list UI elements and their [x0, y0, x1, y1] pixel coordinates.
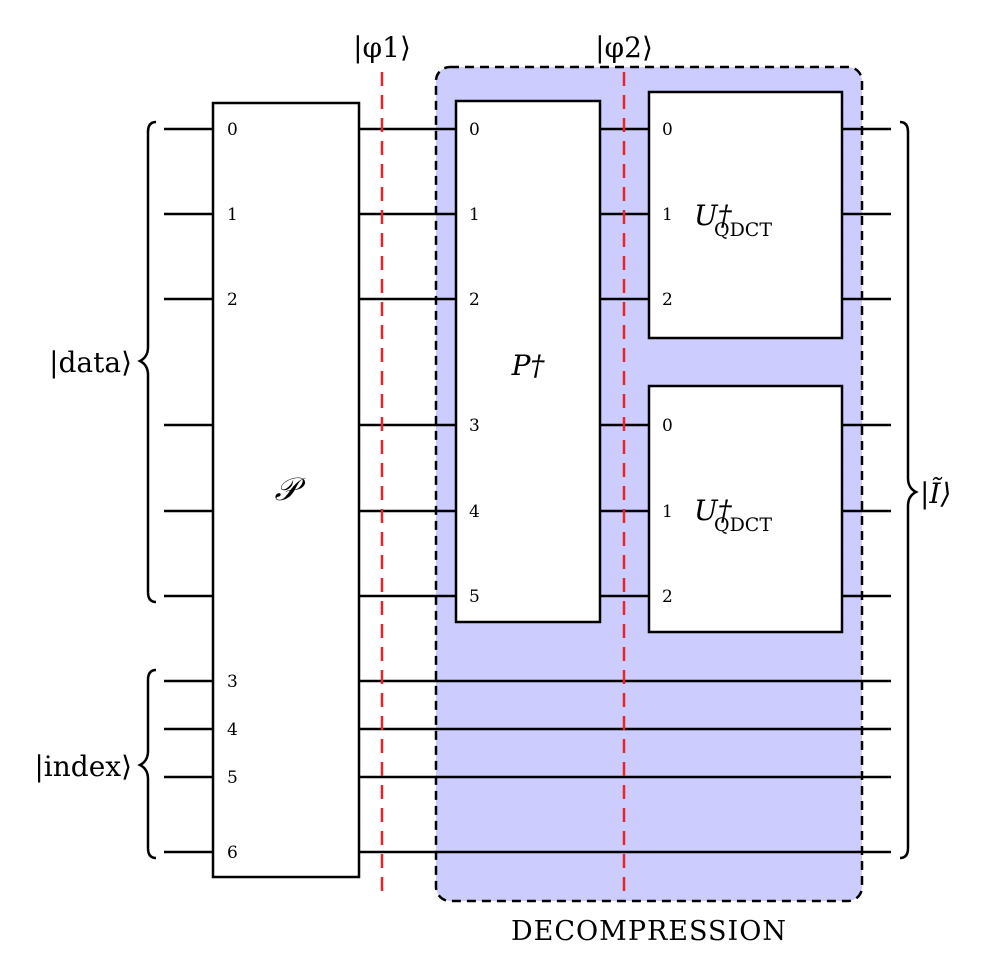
- input-wires: [164, 127, 213, 854]
- gate-qdct-top-port: 1: [662, 205, 673, 225]
- index-register-label: |index⟩: [34, 750, 132, 783]
- gate-qdct-bottom-port: 0: [662, 416, 673, 436]
- gate-p-dagger-label: P†: [511, 349, 546, 382]
- middle-wires: [359, 127, 456, 598]
- output-brace: [899, 120, 919, 860]
- gate-qdct-bottom-port: 2: [662, 587, 673, 607]
- gate-qdct-top: U† QDCT 0 1 2: [647, 90, 844, 340]
- index-register-brace: [137, 668, 157, 860]
- gate-qdct-top-subscript: QDCT: [714, 219, 772, 241]
- gate-p-port: 6: [227, 843, 238, 863]
- phi1-label: |φ1⟩: [353, 31, 411, 64]
- gate-p-port: 2: [227, 290, 238, 310]
- gate-p-port: 4: [227, 720, 238, 740]
- decompression-caption: DECOMPRESSION: [511, 916, 787, 947]
- gate-p: 𝒫 0 1 2 3 4 5 6: [211, 101, 361, 879]
- gate-qdct-bottom-label: U†: [694, 494, 733, 527]
- gate-p-dagger-port: 3: [469, 416, 480, 436]
- gate-qdct-bottom: U† QDCT 0 1 2: [647, 384, 844, 634]
- phi2-label: |φ2⟩: [595, 31, 653, 64]
- gate-p-dagger-port: 0: [469, 120, 480, 140]
- gate-qdct-bottom-subscript: QDCT: [714, 514, 772, 536]
- gate-qdct-bottom-port: 1: [662, 502, 673, 522]
- gate-p-port: 3: [227, 672, 238, 692]
- gate-p-dagger: P† 0 1 2 3 4 5: [454, 99, 602, 624]
- data-register-label: |data⟩: [49, 346, 132, 379]
- gate-p-dagger-port: 1: [469, 205, 480, 225]
- gate-qdct-top-label: U†: [694, 199, 733, 232]
- gate-p-dagger-port: 4: [469, 502, 480, 522]
- gate-p-port: 1: [227, 205, 238, 225]
- gate-qdct-top-port: 2: [662, 290, 673, 310]
- output-wires: [842, 127, 891, 598]
- gate-p-dagger-port: 5: [469, 587, 480, 607]
- gate-p-port: 5: [227, 768, 238, 788]
- output-state-label: |Ĩ⟩: [920, 477, 951, 510]
- data-register-brace: [137, 120, 157, 604]
- gate-p-port: 0: [227, 120, 238, 140]
- gate-p-dagger-port: 2: [469, 290, 480, 310]
- gate-qdct-top-port: 0: [662, 120, 673, 140]
